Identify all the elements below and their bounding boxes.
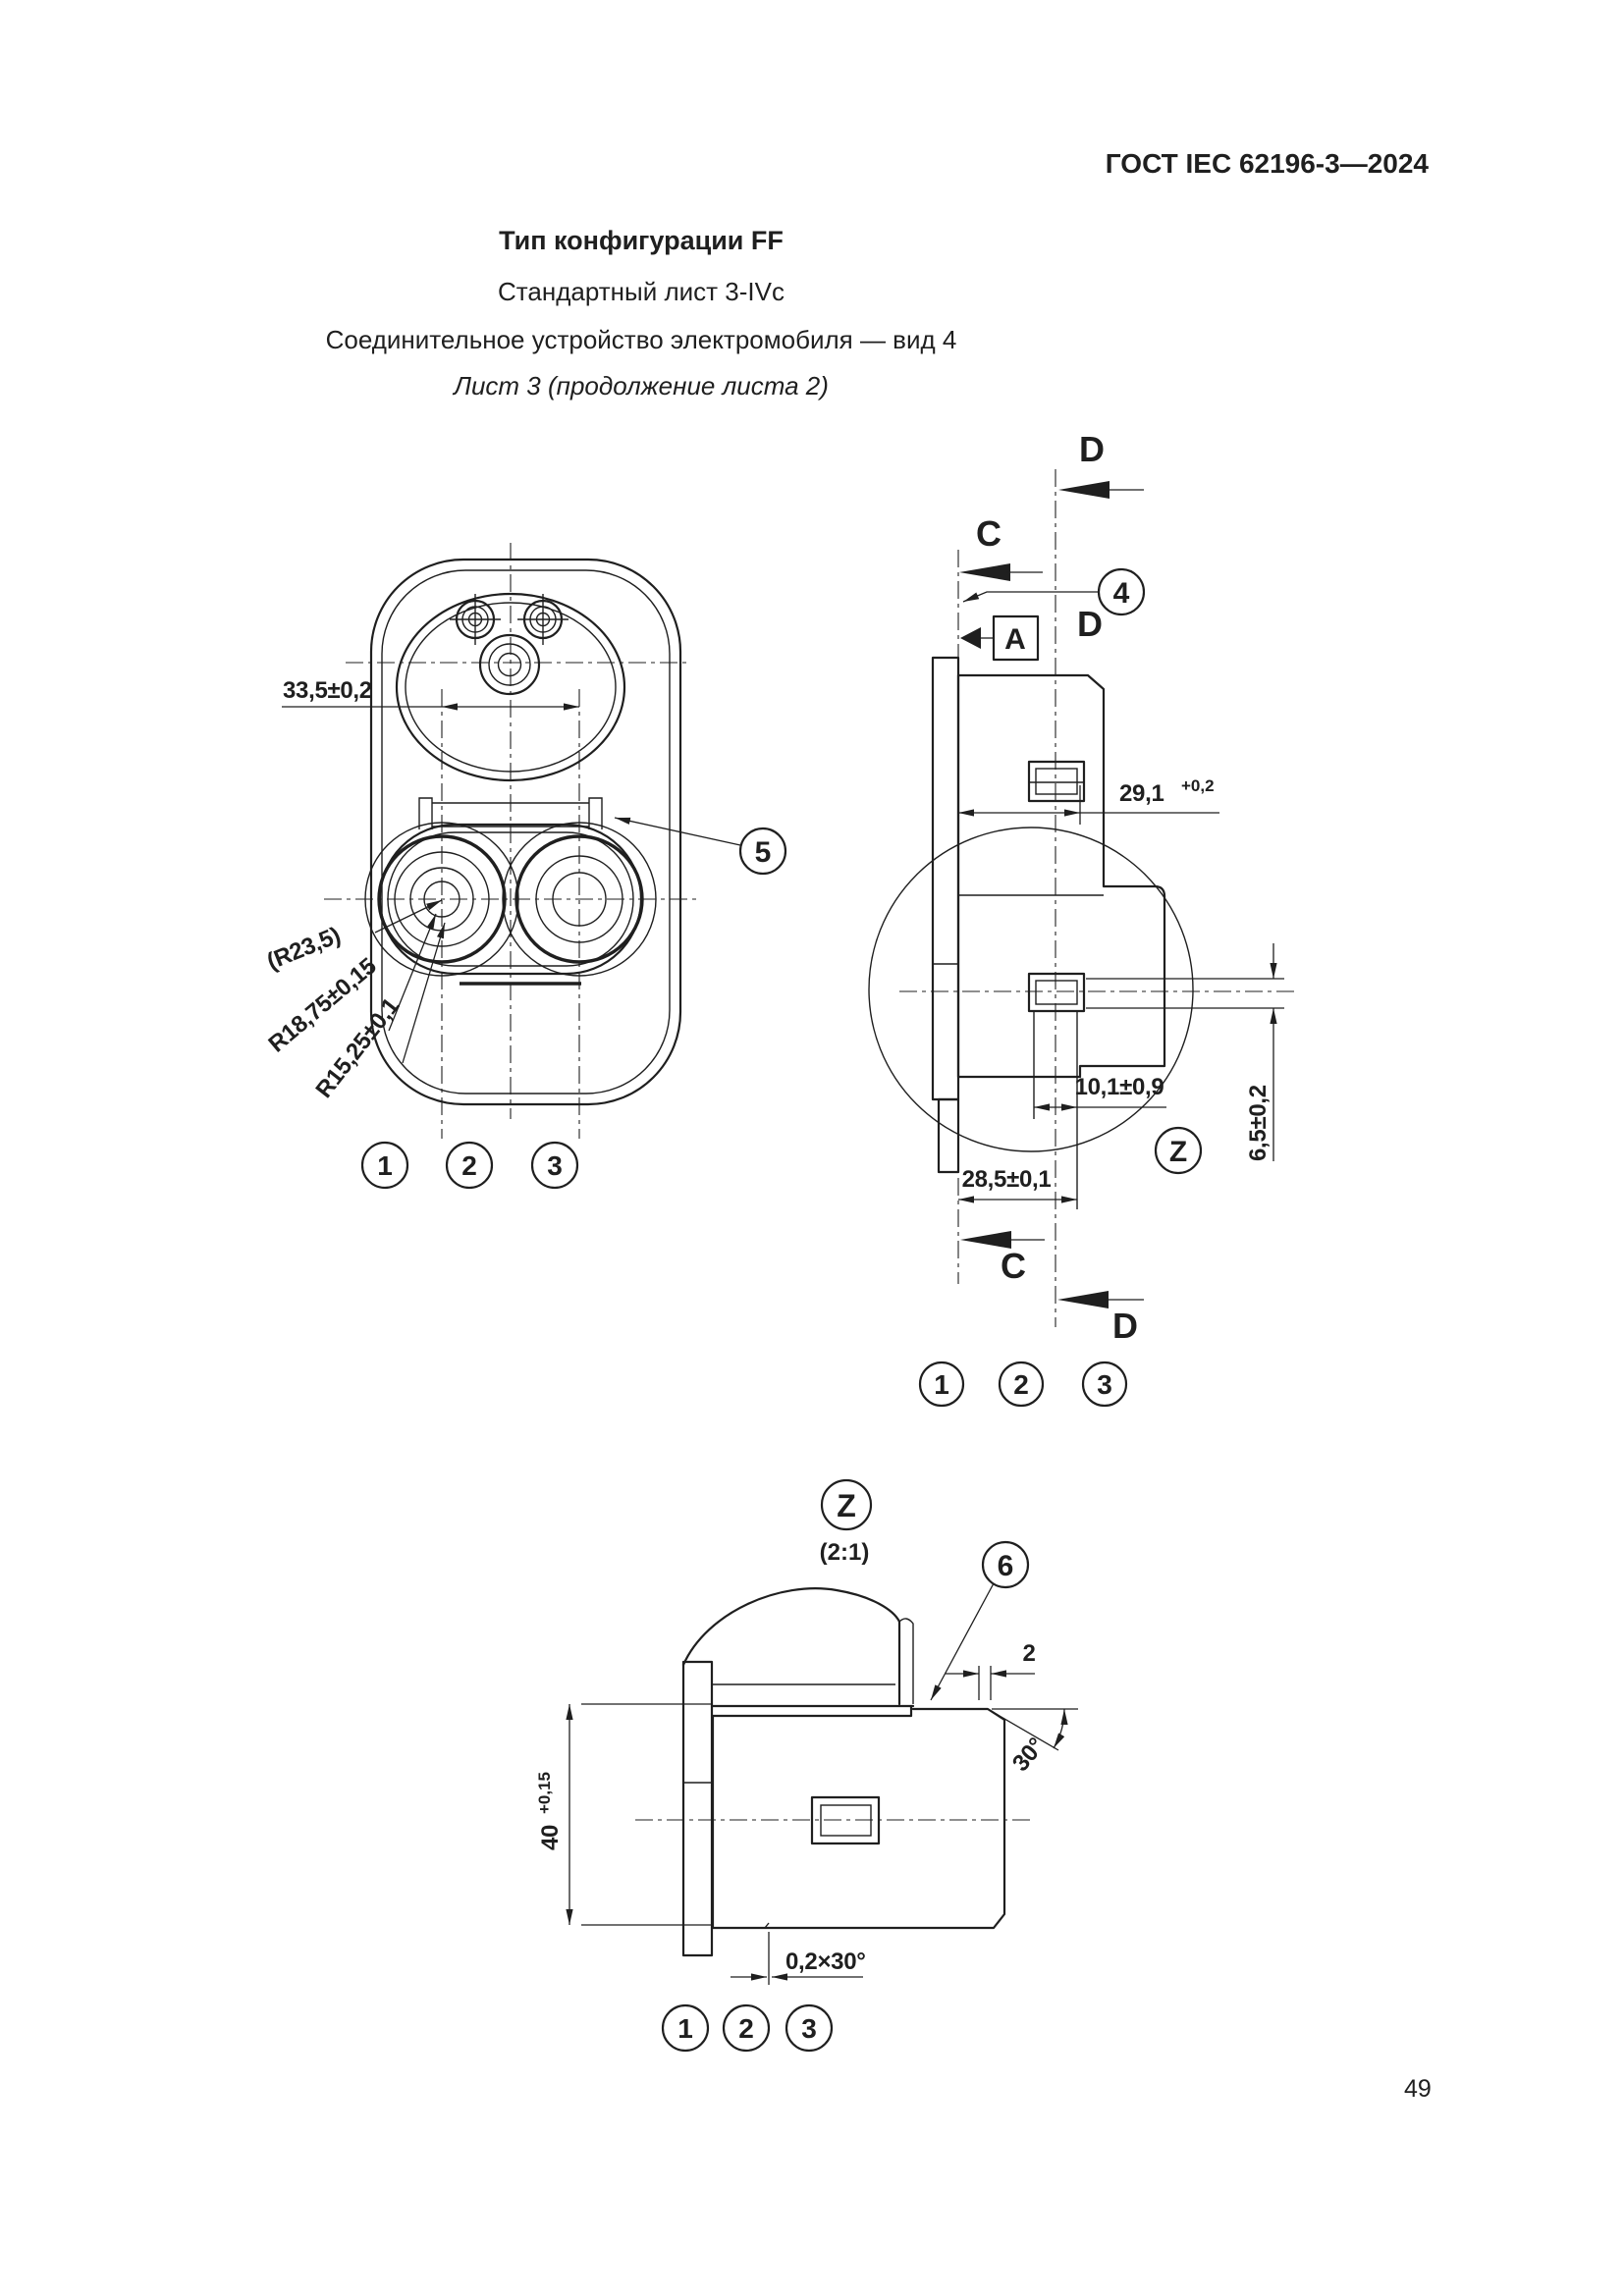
dim-depth: 29,1 +0,2 [958,776,1219,817]
front-part-numbers: 1 2 3 [360,1141,579,1190]
dim-pin-spacing: 33,5±0,2 [282,677,579,711]
dim-lip-label: 2 [1022,1640,1035,1667]
signal-pin-left [450,594,501,645]
radius-dimensions: (R23,5) R18,75±0,15 R15,25±0,1 [263,899,446,1103]
section-c-top-label: C [976,513,1001,554]
dim-angle: 30° [987,1708,1078,1777]
datum-a-letter: A [1004,623,1026,656]
side-view: Z D C C D D 4 [868,429,1294,1408]
lower-latch [1027,972,1086,1209]
callout-5: 5 [614,817,787,876]
connector-body-inner-outline [381,569,671,1095]
title-configuration: Тип конфигурации FF [499,226,784,255]
radius-outer-label: (R23,5) [263,922,344,975]
callout-5-number: 5 [755,836,772,869]
section-c-bottom: C [960,1231,1045,1286]
part-3: 3 [547,1150,563,1181]
dim-offset-label: 6,5±0,2 [1245,1085,1272,1161]
side-part-numbers: 1 2 3 [918,1361,1128,1408]
upper-latch [1027,760,1086,825]
detail-part-numbers: 1 2 3 [661,2003,834,2053]
title-standard-sheet: Стандартный лист 3-IVc [498,277,785,306]
part-2: 2 [1013,1369,1029,1400]
detail-z-title-letter: Z [837,1488,856,1523]
title-block: Тип конфигурации FF Стандартный лист 3-I… [326,226,957,400]
dim-latch-label: 10,1±0,9 [1075,1074,1164,1100]
callout-6-number: 6 [998,1550,1014,1582]
section-d-bottom: D [1057,1291,1144,1346]
dim-depth-tolerance: +0,2 [1181,776,1215,795]
part-3: 3 [1097,1369,1112,1400]
section-c-top: C [959,513,1043,581]
detail-flange-plate [681,1660,714,1957]
part-2: 2 [461,1150,477,1181]
detail-dome-cap [681,1587,915,1708]
detail-body-block [711,1704,1006,1930]
dim-angle-label: 30° [1007,1733,1050,1776]
callout-6: 6 [930,1540,1030,1701]
detail-z-mark: Z [1154,1126,1203,1175]
dim-face-label: 28,5±0,1 [962,1166,1052,1193]
part-1: 1 [677,2013,693,2044]
dim-height: 40 +0,15 [535,1703,713,1926]
mounting-flange [931,656,960,1174]
section-d-top: D [1058,429,1144,499]
part-2: 2 [738,2013,754,2044]
detail-view-z: Z (2:1) 6 [535,1478,1078,2053]
dim-offset: 6,5±0,2 [1086,943,1284,1161]
page-header: ГОСТ IEC 62196-3—2024 [1106,148,1430,179]
dim-latch: 10,1±0,9 [1034,1074,1166,1111]
dim-chamfer: 0,2×30° [731,1932,866,1985]
signal-pin-right [517,594,568,645]
title-sheet-continuation: Лист 3 (продолжение листа 2) [452,371,829,400]
dim-lip: 2 [946,1640,1036,1700]
part-3: 3 [801,2013,817,2044]
callout-4: 4 [962,567,1146,616]
earth-pin [478,633,541,696]
dim-pin-spacing-label: 33,5±0,2 [283,677,372,704]
detail-z-mark-letter: Z [1169,1136,1187,1168]
datum-a: A [960,614,1040,662]
front-centerlines [324,543,699,1139]
detail-z-title: Z (2:1) [820,1478,873,1566]
title-device-view: Соединительное устройство электромобиля … [326,325,957,354]
dim-height-tolerance: +0,15 [535,1772,554,1814]
section-c-bottom-label: C [1001,1246,1026,1286]
page-number: 49 [1404,2075,1432,2103]
detail-z-boundary [868,827,1194,1152]
section-d-top-label: D [1079,429,1105,469]
front-view: 33,5±0,2 (R23,5) R18,75±0,15 R15,25±0,1 … [263,543,787,1190]
side-body-outline [956,673,1166,1079]
part-1: 1 [377,1150,393,1181]
section-d-bottom-label: D [1112,1306,1138,1346]
part-1: 1 [934,1369,949,1400]
dim-depth-label: 29,1 [1119,780,1164,807]
dim-chamfer-label: 0,2×30° [785,1949,866,1975]
dim-height-label: 40 [537,1825,564,1850]
dim-face: 28,5±0,1 [958,1166,1077,1203]
callout-4-number: 4 [1113,577,1130,610]
detail-z-scale: (2:1) [820,1539,870,1566]
section-d-mid-label: D [1077,604,1103,644]
